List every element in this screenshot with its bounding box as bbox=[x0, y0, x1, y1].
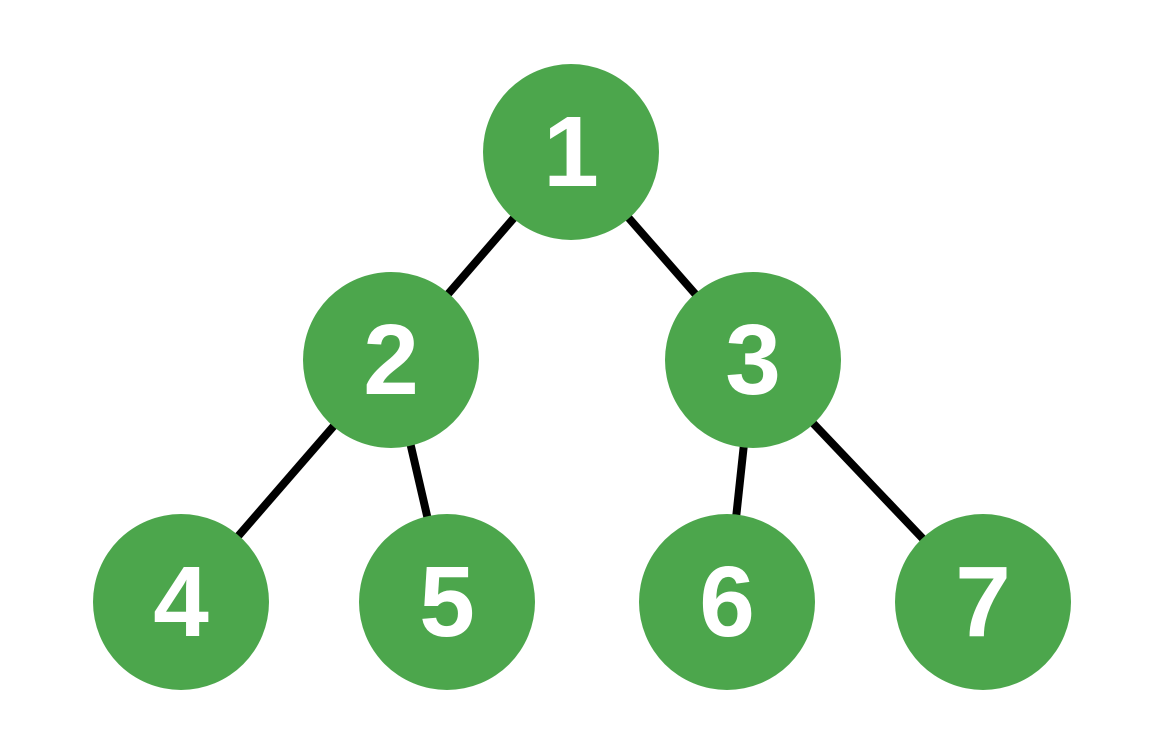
tree-node-2-label: 2 bbox=[363, 304, 419, 416]
tree-node-4-label: 4 bbox=[153, 546, 209, 658]
tree-node-6-label: 6 bbox=[699, 546, 755, 658]
tree-node-7: 7 bbox=[895, 514, 1071, 690]
tree-node-3-label: 3 bbox=[725, 304, 781, 416]
tree-node-5-label: 5 bbox=[419, 546, 475, 658]
tree-node-1-label: 1 bbox=[543, 96, 599, 208]
tree-node-2: 2 bbox=[303, 272, 479, 448]
tree-node-1: 1 bbox=[483, 64, 659, 240]
tree-node-6: 6 bbox=[639, 514, 815, 690]
tree-node-7-label: 7 bbox=[955, 546, 1011, 658]
tree-node-4: 4 bbox=[93, 514, 269, 690]
tree-node-3: 3 bbox=[665, 272, 841, 448]
tree-node-5: 5 bbox=[359, 514, 535, 690]
